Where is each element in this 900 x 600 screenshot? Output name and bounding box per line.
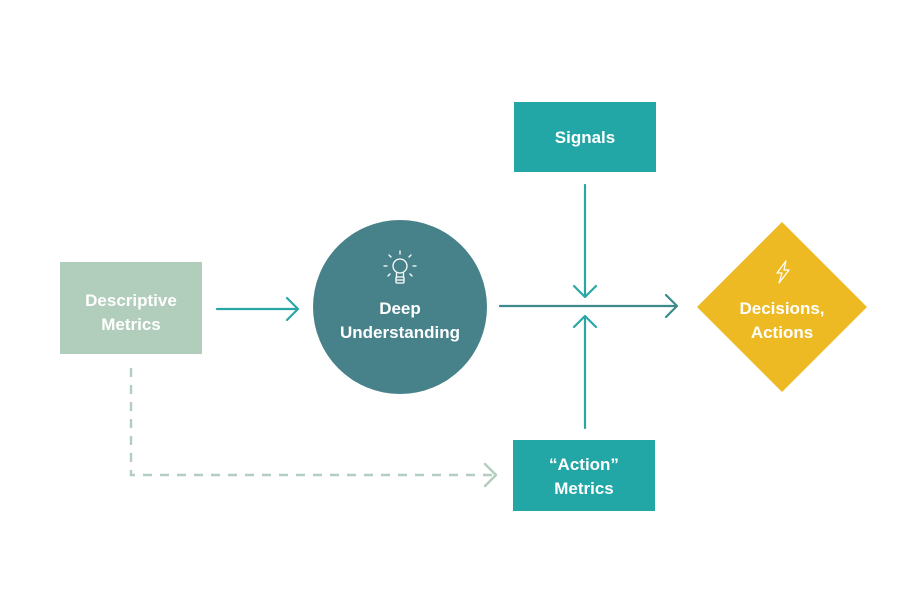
arrow-signals-down: [572, 183, 598, 299]
descriptive-metrics-label-line2: Metrics: [101, 315, 161, 334]
node-deep-understanding: Deep Understanding: [313, 220, 487, 394]
decisions-diamond: [697, 222, 867, 392]
deep-understanding-circle: [313, 220, 487, 394]
action-metrics-label-line1: “Action”: [549, 455, 619, 474]
action-metrics-box: [513, 440, 655, 511]
node-descriptive-metrics: Descriptive Metrics: [60, 262, 202, 354]
lightning-icon: [776, 260, 790, 284]
node-decisions-actions: Decisions, Actions: [697, 222, 867, 392]
signals-label: Signals: [555, 128, 615, 147]
arrow-deep-to-decisions: [498, 293, 679, 319]
decisions-label-line2: Actions: [751, 323, 813, 342]
descriptive-metrics-box: [60, 262, 202, 354]
deep-understanding-label-line1: Deep: [379, 299, 421, 318]
deep-understanding-label-line2: Understanding: [340, 323, 460, 342]
lightbulb-icon: [383, 250, 417, 284]
dashed-arrow-descriptive-to-action-metrics: [129, 368, 498, 488]
arrow-action-metrics-up: [572, 314, 598, 430]
signals-box: [514, 102, 656, 172]
node-signals: Signals: [514, 102, 656, 172]
node-action-metrics: “Action” Metrics: [513, 440, 655, 511]
action-metrics-label-line2: Metrics: [554, 479, 614, 498]
decisions-label-line1: Decisions,: [739, 299, 824, 318]
descriptive-metrics-label-line1: Descriptive: [85, 291, 177, 310]
arrow-descriptive-to-deep: [215, 296, 300, 322]
